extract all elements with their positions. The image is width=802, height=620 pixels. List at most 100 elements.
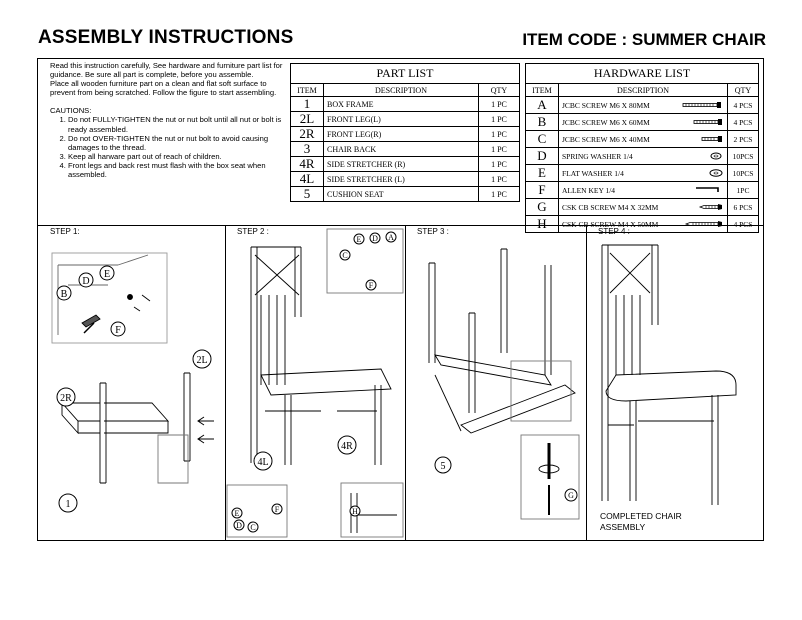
- part-desc: BOX FRAME: [323, 96, 479, 112]
- part-desc: SIDE STRETCHER (R): [323, 156, 479, 172]
- callout-h: H: [352, 507, 358, 516]
- hw-qty: 2 PCS: [727, 130, 759, 148]
- col-item: ITEM: [290, 83, 324, 97]
- caution-item: Front legs and back rest must flash with…: [68, 161, 290, 179]
- screw-icon: [693, 119, 722, 125]
- part-desc: CHAIR BACK: [323, 141, 479, 157]
- callout-c: C: [250, 523, 255, 532]
- hw-desc: JCBC SCREW M6 X 60MM: [562, 117, 650, 127]
- col-item: ITEM: [525, 83, 559, 97]
- hw-qty: 10PCS: [727, 164, 759, 182]
- callout-e: E: [104, 269, 110, 280]
- step-1-label: STEP 1:: [50, 227, 80, 236]
- long-screw-icon: [682, 102, 721, 108]
- callout-d: D: [82, 276, 89, 287]
- short-screw-icon: [701, 136, 722, 142]
- hw-desc: SPRING WASHER 1/4: [562, 151, 633, 161]
- callout-c: C: [342, 251, 347, 260]
- callout-2r: 2R: [60, 393, 72, 404]
- step-3-panel: STEP 3 : 5 G: [405, 225, 587, 540]
- step-1-illustration: D E B F 2L 2R 1: [51, 252, 214, 513]
- hw-desc: JCBC SCREW M6 X 40MM: [562, 134, 650, 144]
- part-item: 2L: [290, 111, 324, 127]
- step-4-illustration: [601, 244, 737, 505]
- caution-item: Keep all harware part out of reach of ch…: [68, 152, 290, 161]
- document-title: ASSEMBLY INSTRUCTIONS: [38, 27, 294, 48]
- part-item: 4L: [290, 171, 324, 187]
- hw-desc: CSK CB SCREW M4 X 50MM: [562, 219, 659, 229]
- cautions-title: CAUTIONS:: [50, 106, 92, 116]
- part-qty: 1 PC: [478, 126, 520, 142]
- hw-item: A: [525, 96, 559, 114]
- callout-f: F: [115, 325, 121, 336]
- wood-screw-icon: [698, 204, 722, 210]
- callout-f: F: [369, 281, 374, 290]
- hw-qty: 4 PCS: [727, 96, 759, 114]
- hw-item: E: [525, 164, 559, 182]
- col-qty: QTY: [727, 83, 759, 97]
- hw-qty: 10PCS: [727, 147, 759, 165]
- part-qty: 1 PC: [478, 96, 520, 112]
- callout-e: E: [357, 235, 362, 244]
- hw-desc: ALLEN KEY 1/4: [562, 185, 616, 195]
- top-section: Read this instruction carefully, See har…: [38, 59, 763, 233]
- part-item: 5: [290, 186, 324, 202]
- allen-key-icon: [696, 187, 719, 192]
- callout-d: D: [372, 234, 378, 243]
- hw-qty: 6 PCS: [727, 198, 759, 216]
- part-desc: FRONT LEG(L): [323, 111, 479, 127]
- step-2-label: STEP 2 :: [237, 227, 269, 236]
- step-3-illustration: 5 G: [428, 248, 580, 520]
- part-item: 1: [290, 96, 324, 112]
- callout-2l: 2L: [196, 355, 207, 366]
- col-qty: QTY: [478, 83, 520, 97]
- intro-text: Read this instruction carefully, See har…: [50, 61, 290, 179]
- step-2-panel: STEP 2 : E D A: [225, 225, 406, 540]
- hw-desc: JCBC SCREW M6 X 80MM: [562, 100, 650, 110]
- part-desc: CUSHION SEAT: [323, 186, 479, 202]
- hw-desc: FLAT WASHER 1/4: [562, 168, 624, 178]
- caution-item: Do not OVER-TIGHTEN the nut or nut bolt …: [68, 134, 290, 152]
- callout-e: E: [235, 509, 240, 518]
- callout-b: B: [61, 289, 68, 300]
- step-1-panel: STEP 1:: [38, 225, 226, 540]
- flat-washer-icon: [709, 169, 723, 177]
- hw-item: F: [525, 181, 559, 199]
- callout-1: 1: [66, 499, 71, 510]
- hw-item: D: [525, 147, 559, 165]
- step-4-label: STEP 4 :: [598, 227, 630, 236]
- completed-caption: COMPLETED CHAIR ASSEMBLY: [600, 511, 682, 532]
- item-code: ITEM CODE : SUMMER CHAIR: [522, 30, 766, 49]
- callout-4l: 4L: [257, 457, 268, 468]
- instruction-sheet: Read this instruction carefully, See har…: [37, 58, 764, 541]
- hw-item: G: [525, 198, 559, 216]
- part-qty: 1 PC: [478, 156, 520, 172]
- hw-item: C: [525, 130, 559, 148]
- part-item: 3: [290, 141, 324, 157]
- col-description: DESCRIPTION: [323, 83, 479, 97]
- intro-paragraph-1: Read this instruction carefully, See har…: [50, 61, 283, 80]
- hw-desc: CSK CB SCREW M4 X 32MM: [562, 202, 659, 212]
- part-item: 4R: [290, 156, 324, 172]
- hw-qty: 1PC: [727, 181, 759, 199]
- hw-qty: 4 PCS: [727, 113, 759, 131]
- callout-g: G: [568, 491, 574, 500]
- part-qty: 1 PC: [478, 171, 520, 187]
- cautions-list: Do not FULLY-TIGHTEN the nut or nut bolt…: [50, 115, 290, 179]
- long-wood-screw-icon: [684, 221, 722, 227]
